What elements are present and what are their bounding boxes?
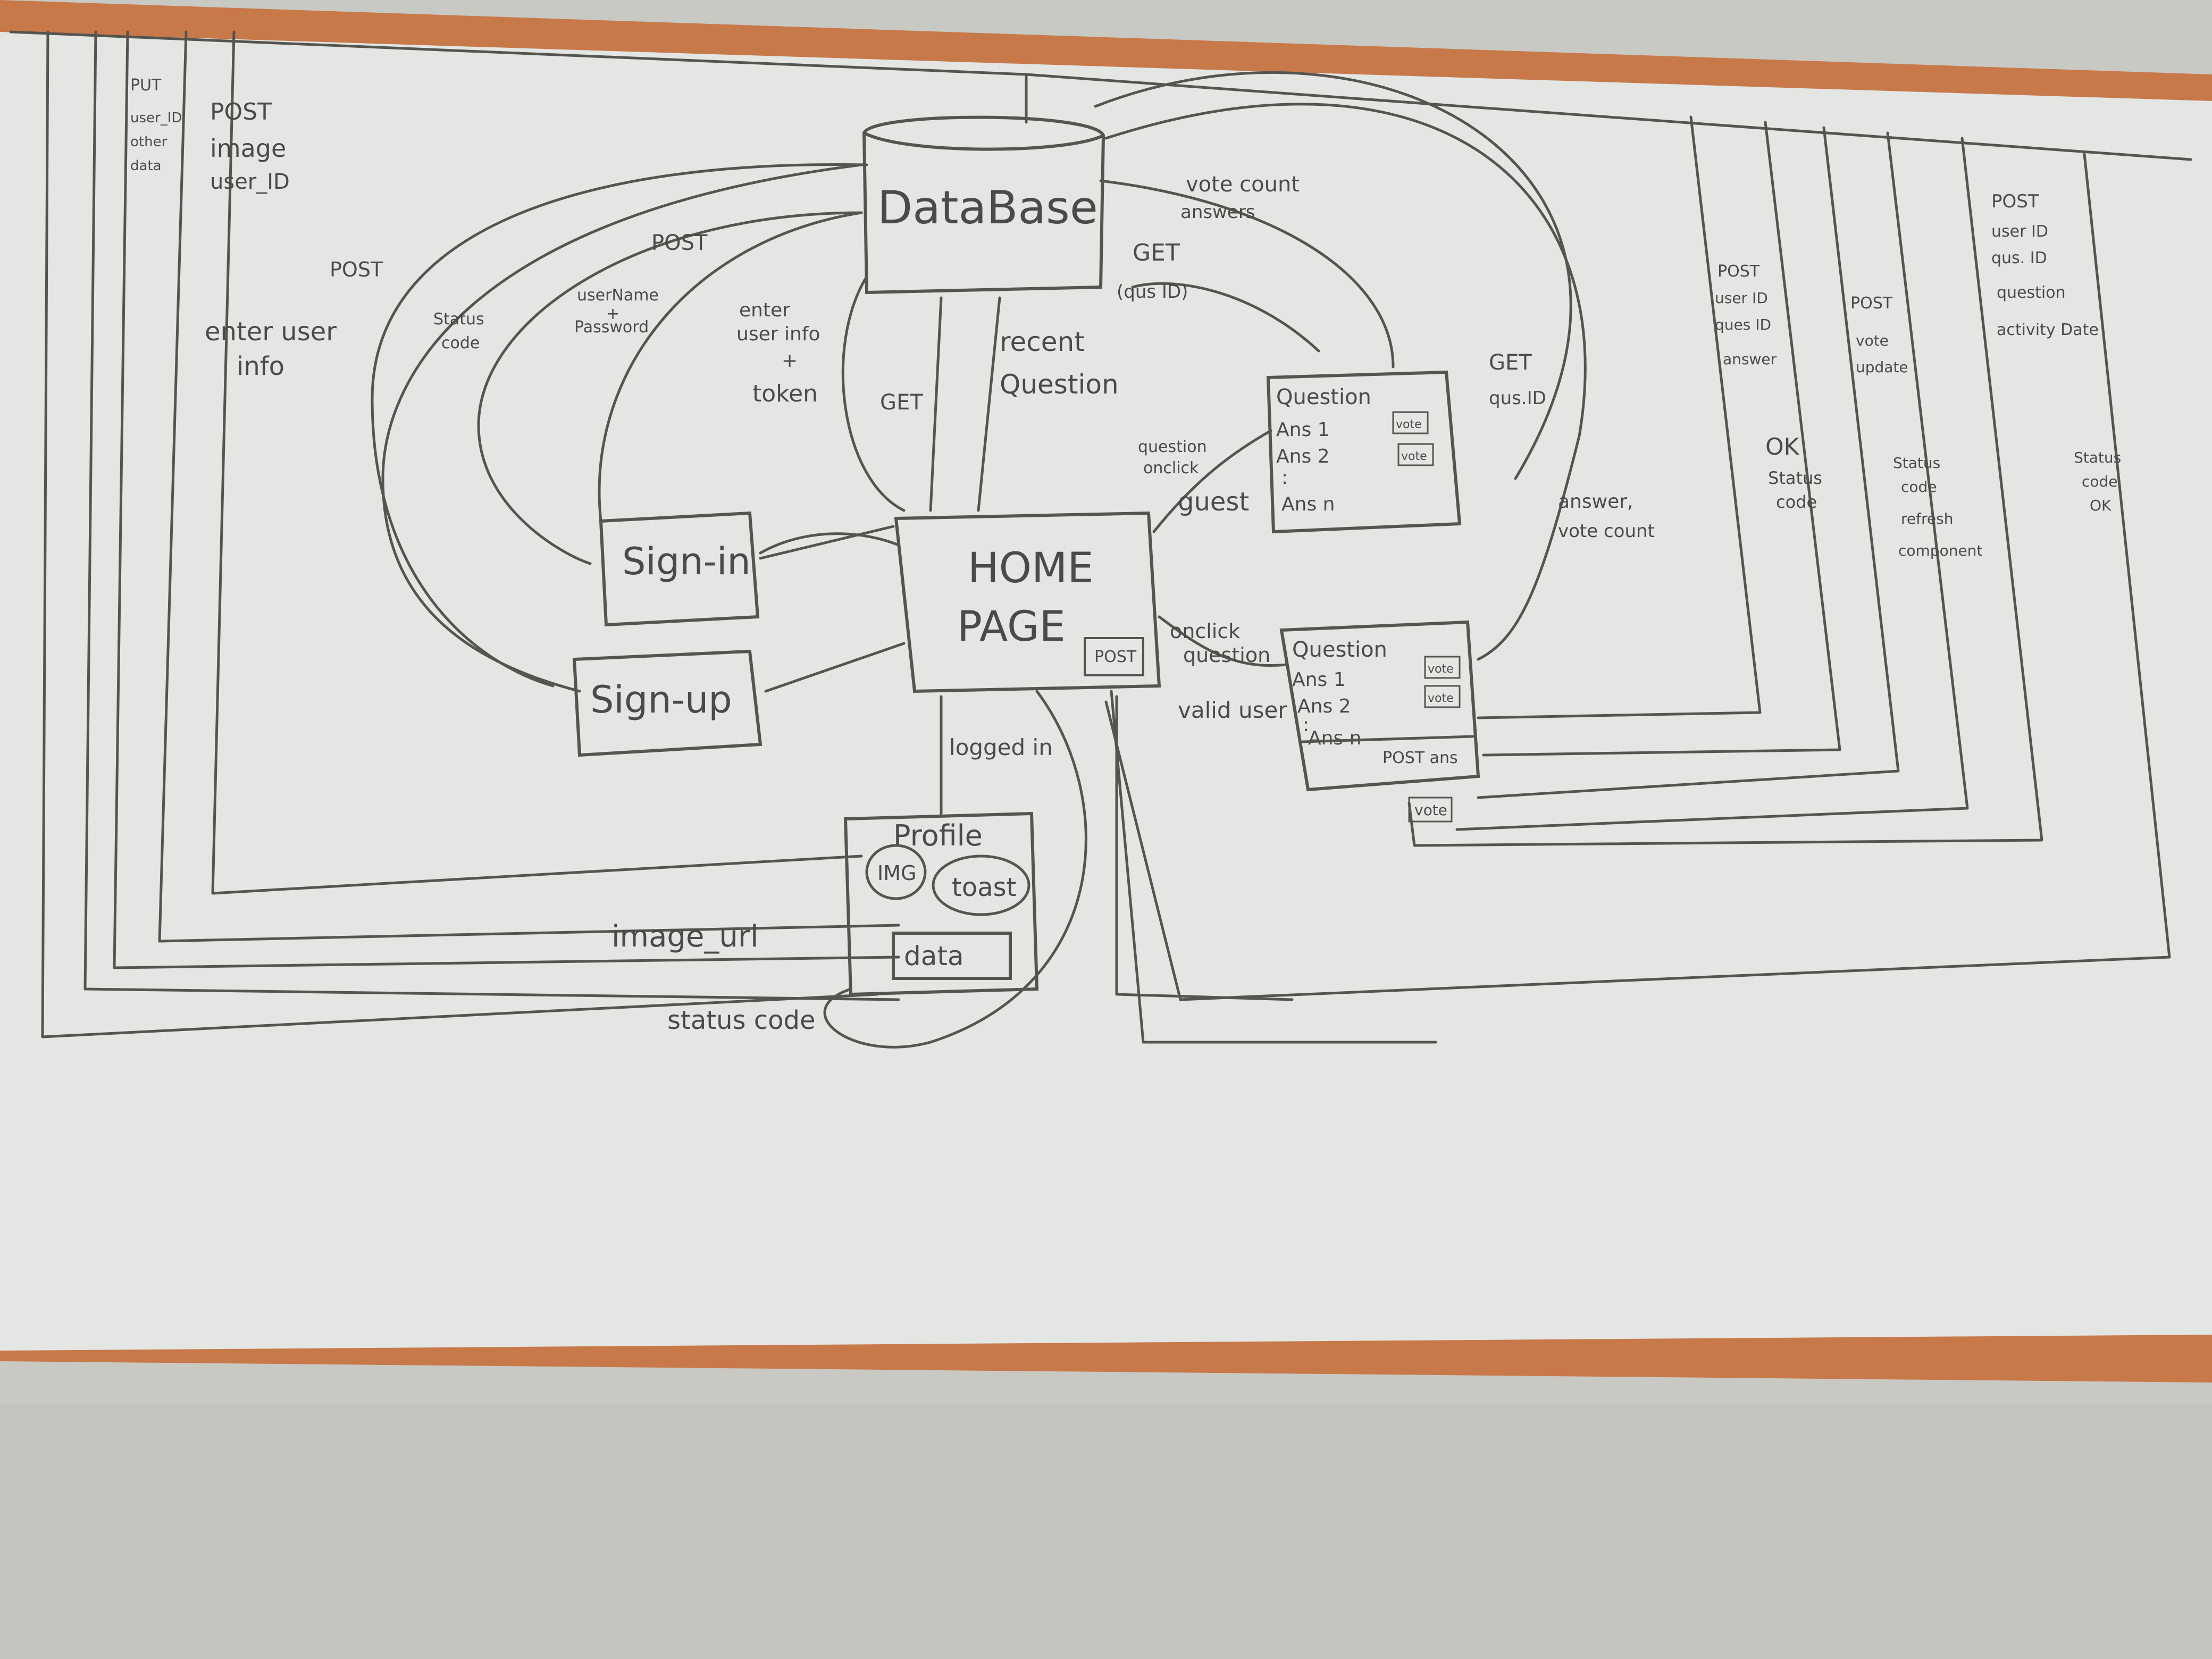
label-qonclick-1: question xyxy=(1138,438,1207,456)
qcard-bottom-ansn: Ans n xyxy=(1308,727,1361,749)
home-page-node: HOME PAGE POST xyxy=(894,511,1161,693)
label-get-right-body: qus.ID xyxy=(1489,388,1546,409)
profile-data-label: data xyxy=(904,941,964,971)
label-userinfo-4: token xyxy=(752,380,818,407)
label-answer-vote-2: vote count xyxy=(1558,521,1655,542)
qcard-bottom-vote-tag: vote xyxy=(1414,801,1447,819)
home-page-label-line2: PAGE xyxy=(957,603,1066,651)
label-post-question: POST xyxy=(1991,191,2039,212)
label-post-vote-1: vote xyxy=(1856,332,1889,349)
label-status-refresh-4: component xyxy=(1898,542,1982,559)
label-post-answer-2: ques ID xyxy=(1715,316,1771,333)
qcard-top-vote2: vote xyxy=(1401,450,1427,463)
qcard-top-ans1: Ans 1 xyxy=(1276,419,1330,441)
label-post-question-4: activity Date xyxy=(1997,321,2099,339)
label-get-right: GET xyxy=(1489,350,1532,375)
label-get-qus-body: (qus ID) xyxy=(1117,281,1188,303)
whiteboard xyxy=(0,32,2212,1351)
sign-up-label: Sign-up xyxy=(590,678,732,722)
qcard-bottom-vote2: vote xyxy=(1428,692,1454,705)
label-put-line3: data xyxy=(130,158,162,174)
home-post-badge: POST xyxy=(1094,648,1137,666)
label-post-question-2: qus. ID xyxy=(1991,249,2047,267)
profile-node: Profile IMG toast data xyxy=(843,811,1039,996)
label-status-left-2: code xyxy=(441,334,480,353)
label-get-qus: GET xyxy=(1133,239,1180,266)
label-post-signin: POST xyxy=(651,231,708,255)
question-card-top: Question Ans 1 Ans 2 : Ans n vote vote xyxy=(1266,370,1462,534)
label-status-ok-1: Status xyxy=(2074,449,2121,466)
label-post-answer-1: user ID xyxy=(1715,289,1768,307)
qcard-bottom-ans1: Ans 1 xyxy=(1292,669,1346,691)
label-post-question-1: user ID xyxy=(1991,222,2048,241)
label-status-refresh-3: refresh xyxy=(1901,510,1953,527)
label-post-vote: POST xyxy=(1850,294,1893,313)
label-post-answer-3: answer xyxy=(1723,350,1777,368)
label-image-url: image_url xyxy=(611,919,759,954)
qcard-top-ansn: Ans n xyxy=(1281,493,1335,515)
label-status-left-1: Status xyxy=(433,310,484,329)
label-guest: guest xyxy=(1178,487,1249,517)
label-post-signin-line1: userName xyxy=(577,286,659,305)
label-post-signup-line1: enter user xyxy=(205,317,337,347)
labels: PUT user_ID other data POST image user_I… xyxy=(130,76,2121,1035)
label-ok-1: OK xyxy=(1765,433,1800,460)
qcard-top-title: Question xyxy=(1276,385,1371,409)
label-put: PUT xyxy=(130,76,162,95)
label-post-vote-2: update xyxy=(1856,358,1908,376)
label-userinfo-3: + xyxy=(782,350,798,372)
sign-in-label: Sign-in xyxy=(622,540,751,583)
label-qonclick-2: onclick xyxy=(1143,459,1199,477)
qcard-bottom-vote1: vote xyxy=(1428,663,1454,676)
label-recent-2: Question xyxy=(1000,369,1119,400)
label-ok-2: Status xyxy=(1768,468,1822,488)
label-votecount-2: answers xyxy=(1180,202,1255,223)
label-votecount-1: vote count xyxy=(1186,172,1300,197)
label-post-signup-line2: info xyxy=(237,351,284,381)
label-userinfo-1: enter xyxy=(739,299,790,321)
profile-toast-label: toast xyxy=(952,873,1016,902)
database-label: DataBase xyxy=(877,181,1098,234)
label-post-image-line2: user_ID xyxy=(210,170,290,194)
label-valid-user: valid user xyxy=(1178,697,1287,723)
wall-shadow xyxy=(0,1404,2212,1659)
qcard-bottom-ans2: Ans 2 xyxy=(1297,696,1351,717)
label-status-bottom: status code xyxy=(667,1006,816,1035)
qcard-top-vote1: vote xyxy=(1396,418,1422,431)
qcard-bottom-footer: POST ans xyxy=(1382,749,1458,767)
label-put-line2: other xyxy=(130,134,167,150)
label-recent-1: recent xyxy=(1000,326,1085,357)
label-status-ok-3: OK xyxy=(2090,497,2112,514)
label-onclick-q-2: question xyxy=(1183,643,1270,667)
label-post-image: POST xyxy=(210,98,272,125)
question-card-bottom: Question Ans 1 Ans 2 : Ans n vote vote P… xyxy=(1279,620,1480,823)
label-onclick-q-1: onclick xyxy=(1170,619,1240,643)
sign-in-node: Sign-in xyxy=(599,511,760,627)
profile-img-label: IMG xyxy=(877,861,916,885)
label-post-signup: POST xyxy=(330,258,383,281)
label-status-refresh-1: Status xyxy=(1893,454,1940,472)
label-answer-vote-1: answer, xyxy=(1558,491,1633,513)
sign-up-node: Sign-up xyxy=(572,649,763,757)
label-get-home: GET xyxy=(880,390,923,415)
database-node: DataBase xyxy=(862,115,1105,295)
qcard-top-ans2: Ans 2 xyxy=(1276,446,1330,467)
label-status-refresh-2: code xyxy=(1901,478,1937,496)
label-post-answer: POST xyxy=(1717,262,1760,281)
qcard-bottom-title: Question xyxy=(1292,638,1387,662)
label-userinfo-2: user info xyxy=(736,323,820,345)
qcard-bottom-dots: : xyxy=(1303,714,1309,736)
connector-lines xyxy=(9,30,2192,1049)
home-page-label-line1: HOME xyxy=(968,544,1094,592)
label-put-line1: user_ID xyxy=(130,110,182,126)
label-post-signin-line3: Password xyxy=(574,318,649,337)
label-post-signin-line2: + xyxy=(606,305,619,323)
label-post-image-line1: image xyxy=(210,134,286,163)
label-status-ok-2: code xyxy=(2082,473,2118,490)
label-post-question-3: question xyxy=(1997,283,2066,302)
label-logged-in: logged in xyxy=(949,734,1053,760)
qcard-top-dots: : xyxy=(1281,467,1288,489)
label-ok-3: code xyxy=(1776,492,1817,512)
